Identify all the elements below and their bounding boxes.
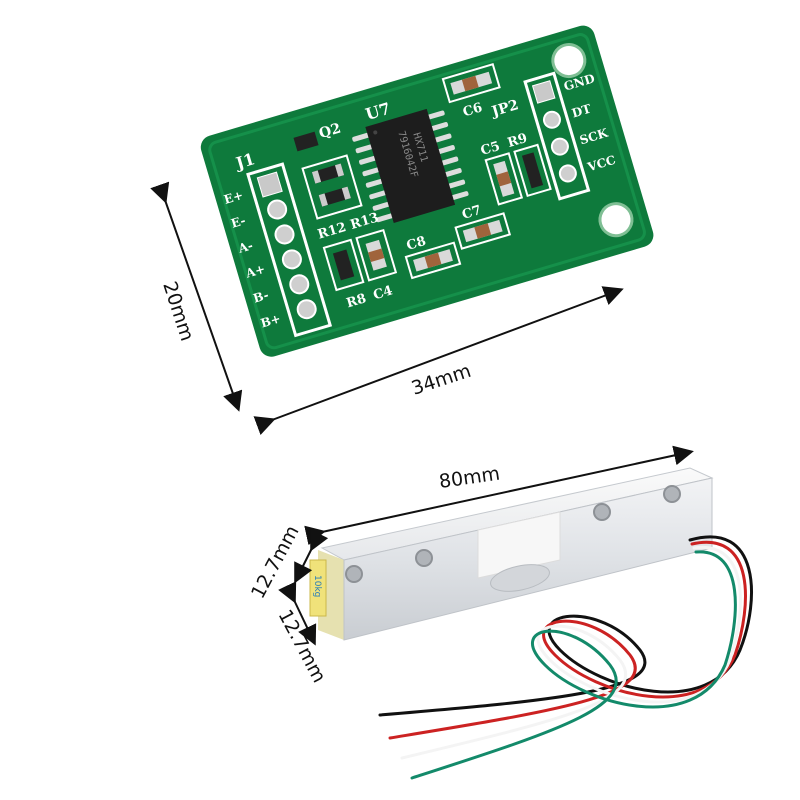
load-cell-length-label: 80mm [438,463,502,493]
c5-label: C5 [479,139,502,159]
c8-label: C8 [405,234,428,254]
hx711-board: J1 E+ E- A- A+ B- B+ Q2 U7 [200,25,654,357]
right-pin-header [531,80,577,183]
pin-dt: DT [570,102,593,121]
c6-label: C6 [461,100,484,120]
mounting-hole [551,43,587,79]
length-dimension-line [304,445,694,546]
c7-label: C7 [460,203,483,223]
jp2-label: JP2 [488,97,520,121]
load-cell-wires [378,535,753,780]
mounting-hole [598,202,634,238]
load-cell: 10kg [309,467,753,780]
height-dimension-line [150,181,243,412]
r9-label: R9 [506,131,529,151]
height-dimension-line-cell [278,581,317,646]
pin-a-plus: A+ [243,262,267,281]
load-cell-width-label: 12.7mm [247,522,304,602]
board-height-label: 20mm [158,279,198,344]
capacity-label: 10kg [312,575,322,597]
width-dimension-line [253,286,624,435]
hx711-chip: HX711 7916042F [352,108,469,223]
width-dimension-line-cell [294,529,329,584]
q2-label: Q2 [317,120,343,142]
